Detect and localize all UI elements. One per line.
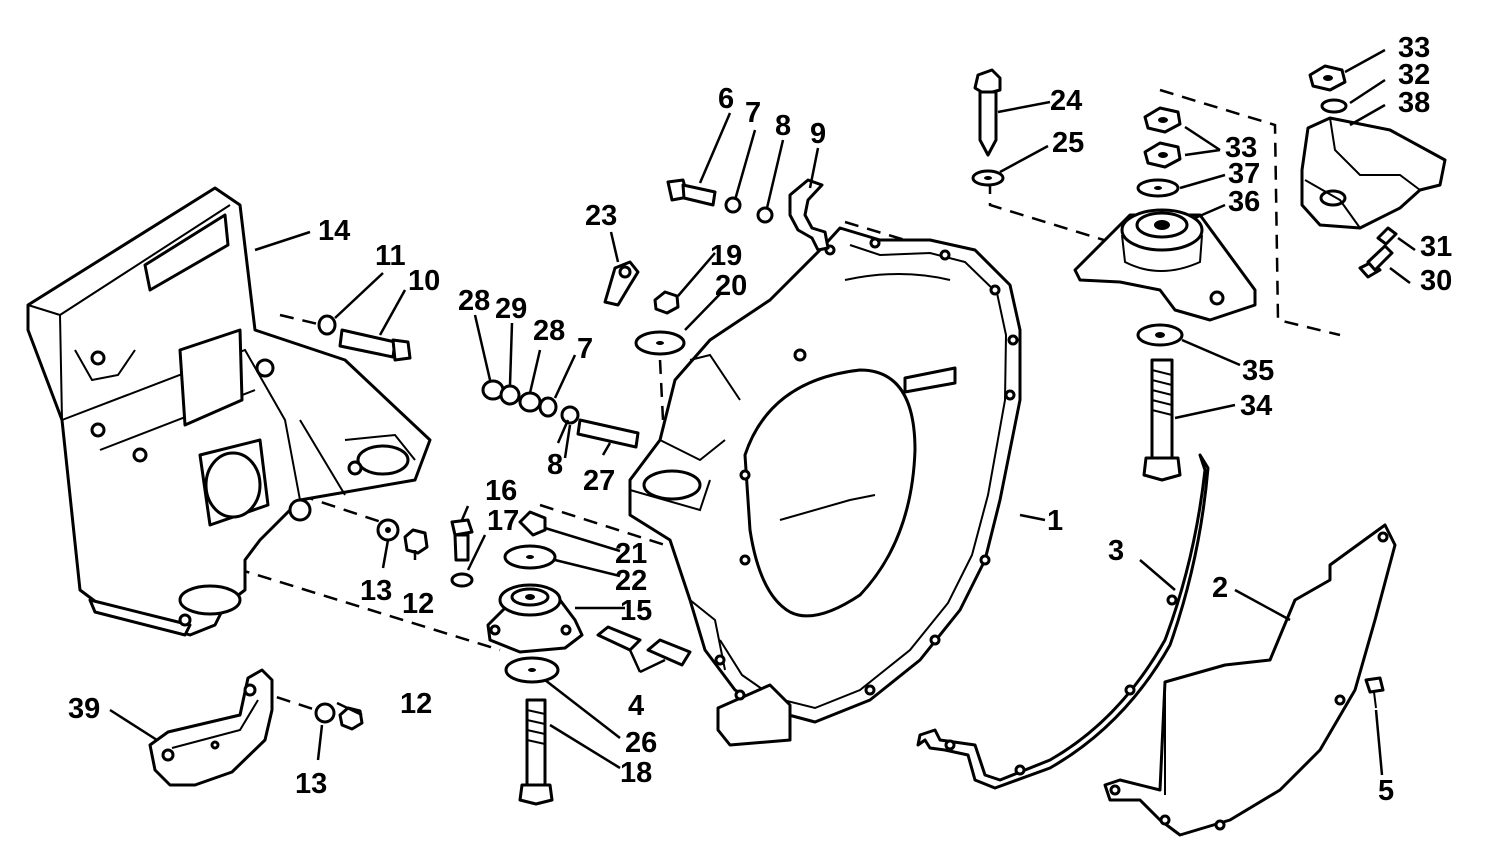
callout-26: 26 [625, 727, 657, 759]
callout-31: 31 [1420, 231, 1452, 263]
callout-27: 27 [583, 465, 615, 497]
callout-24: 24 [1050, 85, 1082, 117]
leader-lines [109, 48, 1416, 776]
callout-15: 15 [620, 595, 652, 627]
callout-17: 17 [487, 505, 519, 537]
callout-5: 5 [1378, 775, 1394, 807]
callout-4: 4 [628, 690, 644, 722]
callout-29: 29 [495, 293, 527, 325]
callout-25: 25 [1052, 127, 1084, 159]
callout-12-lower: 12 [400, 688, 432, 720]
callout-1: 1 [1047, 505, 1063, 537]
callout-3: 3 [1108, 535, 1124, 567]
part-18-bolt [518, 698, 554, 806]
callout-32: 32 [1398, 59, 1430, 91]
part-3-gasket [916, 453, 1210, 790]
callout-14: 14 [318, 215, 350, 247]
part-9-clamp [788, 178, 830, 252]
callout-7-upper: 7 [745, 97, 761, 129]
callout-13-lower: 13 [295, 768, 327, 800]
callout-33-mid: 33 [1225, 132, 1257, 164]
part-2-cover-plate [1103, 523, 1397, 837]
callout-19: 19 [710, 240, 742, 272]
callout-10: 10 [408, 265, 440, 297]
part-24-bolt [973, 68, 1002, 157]
part-36-mount [1073, 208, 1257, 322]
part-6-bolt [666, 178, 717, 207]
callout-33-top: 33 [1398, 32, 1430, 64]
callout-28-left: 28 [458, 285, 490, 317]
part-1-flywheel-housing [628, 226, 1022, 747]
callout-37: 37 [1228, 158, 1260, 190]
part-23-link [603, 260, 640, 307]
callout-22: 22 [615, 565, 647, 597]
callout-38: 38 [1398, 87, 1430, 119]
callout-39: 39 [68, 693, 100, 725]
part-10-bolt [338, 328, 412, 362]
callout-8-upper: 8 [775, 110, 791, 142]
callout-9: 9 [810, 118, 826, 150]
callout-23: 23 [585, 200, 617, 232]
callout-2: 2 [1212, 572, 1228, 604]
part-14-transom-bracket [26, 186, 432, 637]
part-39-bracket [148, 668, 274, 787]
part-30-bolt [1358, 244, 1394, 279]
part-31-spring [1376, 226, 1398, 246]
part-34-bolt [1142, 358, 1182, 482]
callout-21: 21 [615, 538, 647, 570]
callout-20: 20 [715, 270, 747, 302]
callout-18: 18 [620, 757, 652, 789]
part-5-screw [1364, 676, 1385, 709]
callout-34: 34 [1240, 390, 1272, 422]
callout-labels: 1 2 3 4 5 6 7 7 8 8 9 10 11 12 12 13 13 … [68, 32, 1452, 807]
callout-8-lower: 8 [547, 449, 563, 481]
callout-12-upper: 12 [402, 588, 434, 620]
nuts-and-washers [314, 64, 1348, 731]
part-4-pins [596, 625, 692, 667]
part-27-stud [576, 418, 640, 449]
part-38-mount-bracket [1300, 116, 1447, 230]
callout-6: 6 [718, 83, 734, 115]
callout-35: 35 [1242, 355, 1274, 387]
callout-13-upper: 13 [360, 575, 392, 607]
part-15-rubber-mount [486, 583, 584, 654]
callout-16: 16 [485, 475, 517, 507]
callout-36: 36 [1228, 186, 1260, 218]
part-16-bolt [450, 518, 474, 562]
callout-11: 11 [375, 240, 406, 272]
callout-30: 30 [1420, 265, 1452, 297]
callout-28-right: 28 [533, 315, 565, 347]
callout-7-lower: 7 [577, 333, 593, 365]
